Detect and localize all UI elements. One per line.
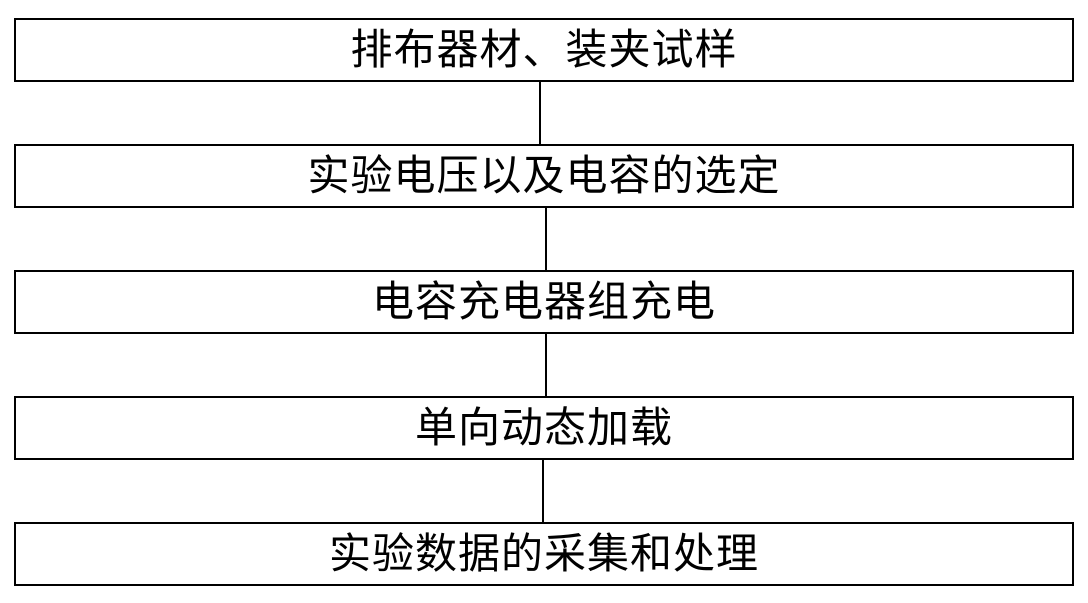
step-label-5: 实验数据的采集和处理: [328, 529, 759, 578]
step-box-4: 单向动态加载: [14, 396, 1074, 460]
step-box-2: 实验电压以及电容的选定: [14, 144, 1074, 208]
connector-arrow-3-4: [545, 334, 547, 396]
step-box-3: 电容充电器组充电: [14, 270, 1074, 334]
connector-arrow-2-3: [545, 208, 547, 270]
connector-arrow-1-2: [539, 82, 541, 144]
step-label-1: 排布器材、装夹试样: [350, 25, 738, 74]
step-label-2: 实验电压以及电容的选定: [307, 151, 781, 200]
step-box-5: 实验数据的采集和处理: [14, 522, 1074, 586]
step-label-3: 电容充电器组充电: [371, 277, 716, 326]
step-label-4: 单向动态加载: [414, 403, 673, 452]
step-box-1: 排布器材、装夹试样: [14, 18, 1074, 82]
connector-arrow-4-5: [542, 460, 544, 522]
